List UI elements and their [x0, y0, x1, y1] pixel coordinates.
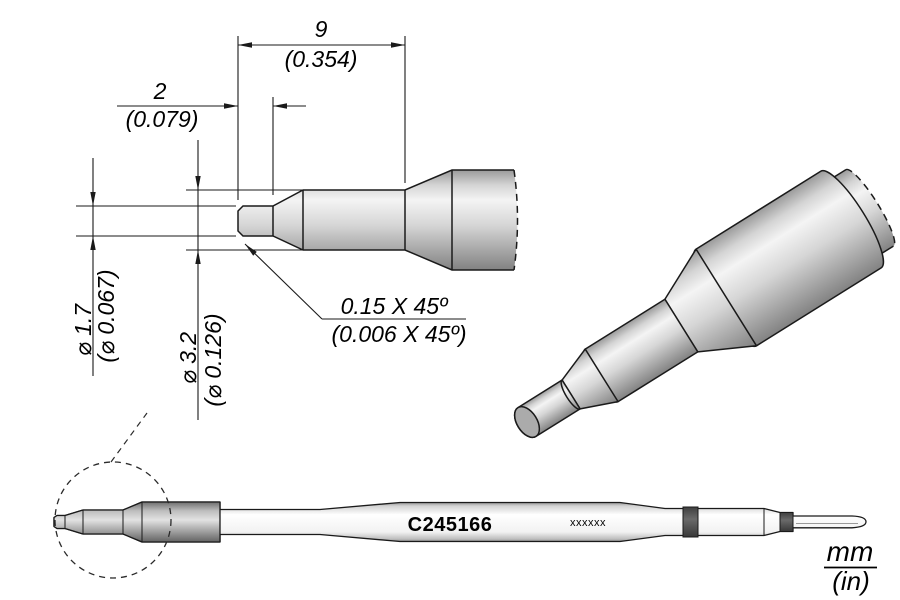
units-mm-label: mm — [827, 536, 874, 567]
tip-junction-rim — [560, 379, 581, 410]
arrowhead-left — [224, 103, 238, 109]
cartridge-tip-section — [53, 501, 221, 543]
dim-2-mm-label: 2 — [153, 78, 167, 104]
tip-3d-view — [513, 168, 896, 439]
arrowhead-top — [90, 192, 96, 206]
cartridge-side-view: C245166 xxxxxx — [53, 501, 867, 543]
arrowhead-top — [195, 176, 201, 190]
tip-profile-outline — [237, 169, 514, 271]
arrowhead-right — [391, 42, 405, 48]
dimension-dia-3-2: ⌀ 3.2 (⌀ 0.126) — [175, 140, 302, 420]
arrowhead-bottom — [195, 250, 201, 264]
collar-break-dashed — [845, 168, 896, 247]
dimension-length-9: 9 (0.354) — [237, 16, 406, 200]
dia-3-2-mm-label: ⌀ 3.2 — [175, 332, 201, 384]
connector-band-small — [779, 512, 794, 532]
units-legend: mm (in) — [824, 536, 877, 596]
tip-profile-junction-lines — [272, 170, 453, 270]
cartridge-junction-lines — [64, 502, 765, 542]
detail-leader-line — [110, 412, 148, 463]
chamfer-mm-label: 0.15 X 45º — [341, 293, 449, 319]
dim-9-mm-label: 9 — [315, 16, 328, 42]
arrowhead-right — [273, 103, 287, 109]
dim-9-in-label: (0.354) — [285, 46, 358, 72]
tip-profile-body — [238, 170, 518, 270]
chamfer-callout: 0.15 X 45º (0.006 X 45º) — [244, 243, 467, 347]
connector-band-large — [682, 506, 699, 538]
marking-label: xxxxxx — [570, 517, 606, 529]
tip-profile-2d — [237, 169, 519, 271]
dia-1-7-in-label: (⌀ 0.067) — [93, 269, 119, 362]
units-in-label: (in) — [832, 566, 870, 596]
leader-line — [244, 243, 323, 320]
arrowhead-left — [238, 42, 252, 48]
part-number-label: C245166 — [408, 514, 493, 536]
arrowhead — [245, 244, 257, 256]
dimension-dia-1-7: ⌀ 1.7 (⌀ 0.067) — [70, 158, 236, 376]
cartridge-silhouette — [53, 501, 867, 543]
chamfer-in-label: (0.006 X 45º) — [332, 321, 467, 347]
dimension-length-2: 2 (0.079) — [117, 78, 306, 195]
dim-2-in-label: (0.079) — [126, 106, 199, 132]
detail-circle — [54, 461, 172, 579]
break-line-dashed — [513, 169, 519, 271]
dia-1-7-mm-label: ⌀ 1.7 — [70, 303, 96, 356]
dia-3-2-in-label: (⌀ 0.126) — [200, 313, 226, 406]
tip-end-face — [513, 405, 541, 439]
arrowhead-bottom — [90, 236, 96, 250]
